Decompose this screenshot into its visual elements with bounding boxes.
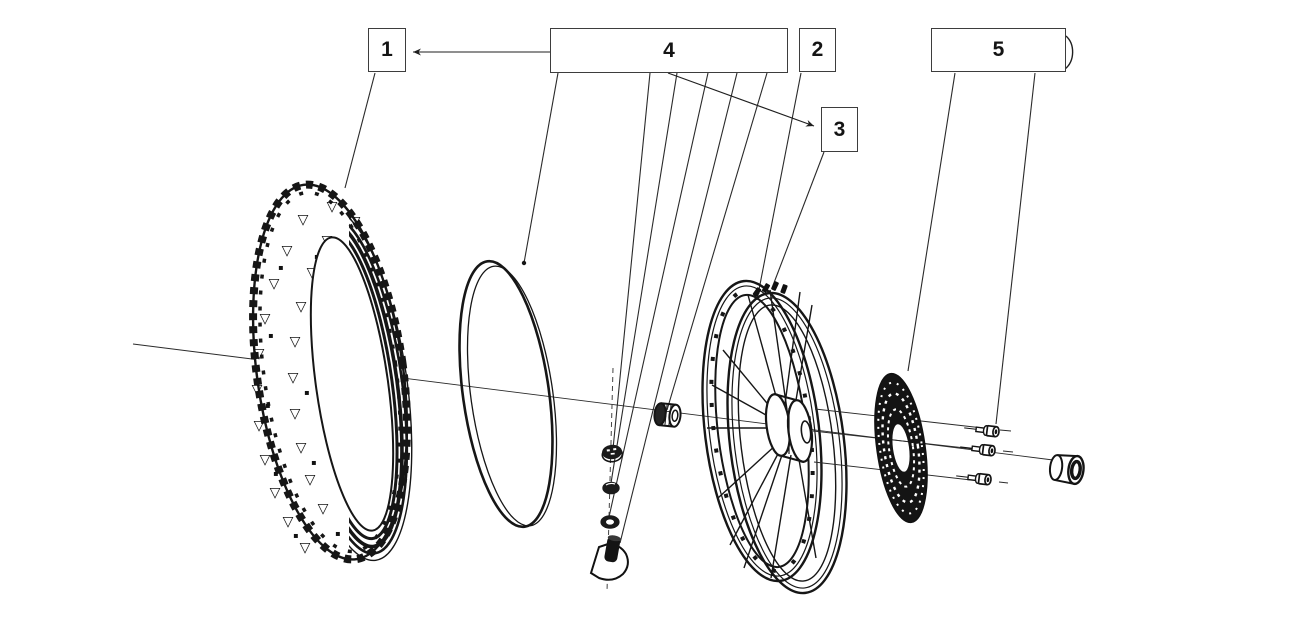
callout-box-4[interactable]: 4 <box>550 28 788 73</box>
svg-text:▽: ▽ <box>282 243 293 259</box>
svg-text:▽: ▽ <box>269 276 280 292</box>
leader-5-bolt <box>995 72 1036 425</box>
callout-box-3[interactable]: 3 <box>821 107 858 152</box>
hub-spacer-part <box>653 402 682 428</box>
leader-1-tire <box>344 72 376 189</box>
leader-4-rimband <box>523 72 559 264</box>
svg-text:▪: ▪ <box>304 388 309 397</box>
rim-top-blocks <box>752 281 788 297</box>
svg-text:▽: ▽ <box>305 472 316 488</box>
leader-4-nut <box>612 72 651 450</box>
svg-text:▽: ▽ <box>270 485 281 501</box>
wheel-hub <box>764 393 814 463</box>
svg-text:▽: ▽ <box>283 514 294 530</box>
callout-label-3: 3 <box>833 117 846 141</box>
valve-stem-part <box>589 535 629 581</box>
box-5-edge-arc <box>1064 35 1074 70</box>
callout-box-5[interactable]: 5 <box>931 28 1066 72</box>
callout-label-2: 2 <box>811 38 824 61</box>
svg-text:▽: ▽ <box>290 334 301 350</box>
svg-text:▽: ▽ <box>252 382 263 398</box>
tread-knobs: ▽▽▽ ▽▽▽ ▽▽▽ ▽▽ ▽▽▽ ▽▽▽ ▽▽▽ ▽▽ ▪▪▪ ▪▪▪ ▪▪… <box>252 199 361 556</box>
callout-arrows <box>413 35 1074 127</box>
leader-4-valve <box>619 72 738 544</box>
washer-part <box>600 515 620 529</box>
flanged-nut-part <box>601 444 624 463</box>
disc-bolt-3 <box>956 472 992 486</box>
svg-text:▽: ▽ <box>327 199 338 215</box>
sidewall-bands <box>349 206 413 562</box>
svg-text:▽: ▽ <box>350 214 361 230</box>
svg-text:▽: ▽ <box>288 370 299 386</box>
svg-text:▪: ▪ <box>293 531 298 540</box>
svg-text:▪: ▪ <box>335 529 340 538</box>
disc-bolts <box>956 424 1000 486</box>
rim-band-joint-dot <box>521 260 527 266</box>
svg-text:▽: ▽ <box>260 452 271 468</box>
svg-text:▪: ▪ <box>311 458 316 467</box>
svg-text:▽: ▽ <box>260 311 271 327</box>
callout-box-2[interactable]: 2 <box>799 28 836 72</box>
disc-bolt-2 <box>960 443 996 457</box>
svg-text:▽: ▽ <box>318 501 329 517</box>
axle-spacer-part <box>1048 454 1085 486</box>
svg-text:▽: ▽ <box>298 212 309 228</box>
disc-bolt-1 <box>964 424 1000 438</box>
leader-4-spacer <box>666 72 768 411</box>
leader-4-washer <box>608 72 709 518</box>
svg-text:▪: ▪ <box>273 469 278 478</box>
leader-5-disc <box>907 72 956 372</box>
callout-box-1[interactable]: 1 <box>368 28 406 72</box>
svg-text:▽: ▽ <box>307 265 318 281</box>
arrow-to-box-3 <box>667 72 815 127</box>
svg-text:▪: ▪ <box>265 401 270 410</box>
leader-3-wheel <box>771 151 825 289</box>
valve-axis-line <box>606 367 614 593</box>
leader-lines <box>344 72 1036 544</box>
svg-text:▽: ▽ <box>296 299 307 315</box>
svg-text:▽: ▽ <box>254 346 265 362</box>
svg-text:▽: ▽ <box>300 540 311 556</box>
svg-text:▪: ▪ <box>278 263 283 272</box>
rim-band-part <box>458 259 558 529</box>
leader-2-tube <box>756 72 802 301</box>
leader-4-domewasher <box>610 72 678 484</box>
svg-text:▽: ▽ <box>290 406 301 422</box>
tire-part: ▽▽▽ ▽▽▽ ▽▽▽ ▽▽ ▽▽▽ ▽▽▽ ▽▽▽ ▽▽ ▪▪▪ ▪▪▪ ▪▪… <box>249 180 413 564</box>
svg-text:▽: ▽ <box>254 418 265 434</box>
svg-text:▪: ▪ <box>268 331 273 340</box>
callout-label-1: 1 <box>381 38 393 61</box>
dome-washer-part <box>602 481 620 495</box>
brake-disc-part <box>874 372 928 524</box>
callout-label-5: 5 <box>992 38 1005 61</box>
wheel-part <box>701 279 848 595</box>
callout-label-4: 4 <box>663 38 675 62</box>
svg-text:▽: ▽ <box>296 440 307 456</box>
